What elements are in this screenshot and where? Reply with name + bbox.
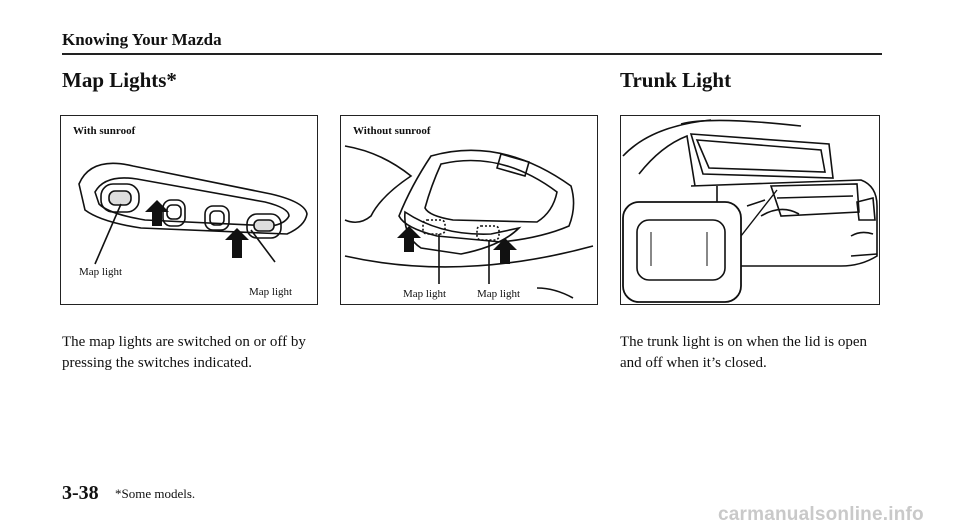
label-map-light-left: Map light [79, 266, 123, 278]
map-light-without-sunroof-illustration [344, 145, 594, 299]
figure-without-sunroof: Without sunroof Map light Map light [340, 115, 598, 305]
map-lights-heading: Map Lights* [62, 68, 177, 92]
footnote: *Some models. [115, 486, 196, 501]
caption-with-sunroof: With sunroof [73, 125, 136, 137]
trunk-light-description: The trunk light is on when the lid is op… [620, 334, 868, 371]
trunk-light-heading: Trunk Light [620, 68, 732, 92]
section-title: Knowing Your Mazda [62, 30, 222, 49]
page-number: 3-38 [62, 482, 99, 504]
figure-trunk-light [620, 115, 880, 305]
trunk-light-illustration [622, 119, 878, 303]
watermark: carmanualsonline.info [718, 504, 924, 525]
label-map-light-right: Map light [249, 286, 293, 298]
label-map-light-left: Map light [403, 288, 447, 300]
map-lights-description: The map lights are switched on or off by… [62, 334, 306, 371]
caption-without-sunroof: Without sunroof [353, 125, 431, 137]
map-light-with-sunroof-illustration [78, 162, 308, 265]
label-map-light-right: Map light [477, 288, 521, 300]
header-rule [62, 53, 882, 55]
figure-with-sunroof: With sunroof Map light Map light [60, 115, 318, 305]
